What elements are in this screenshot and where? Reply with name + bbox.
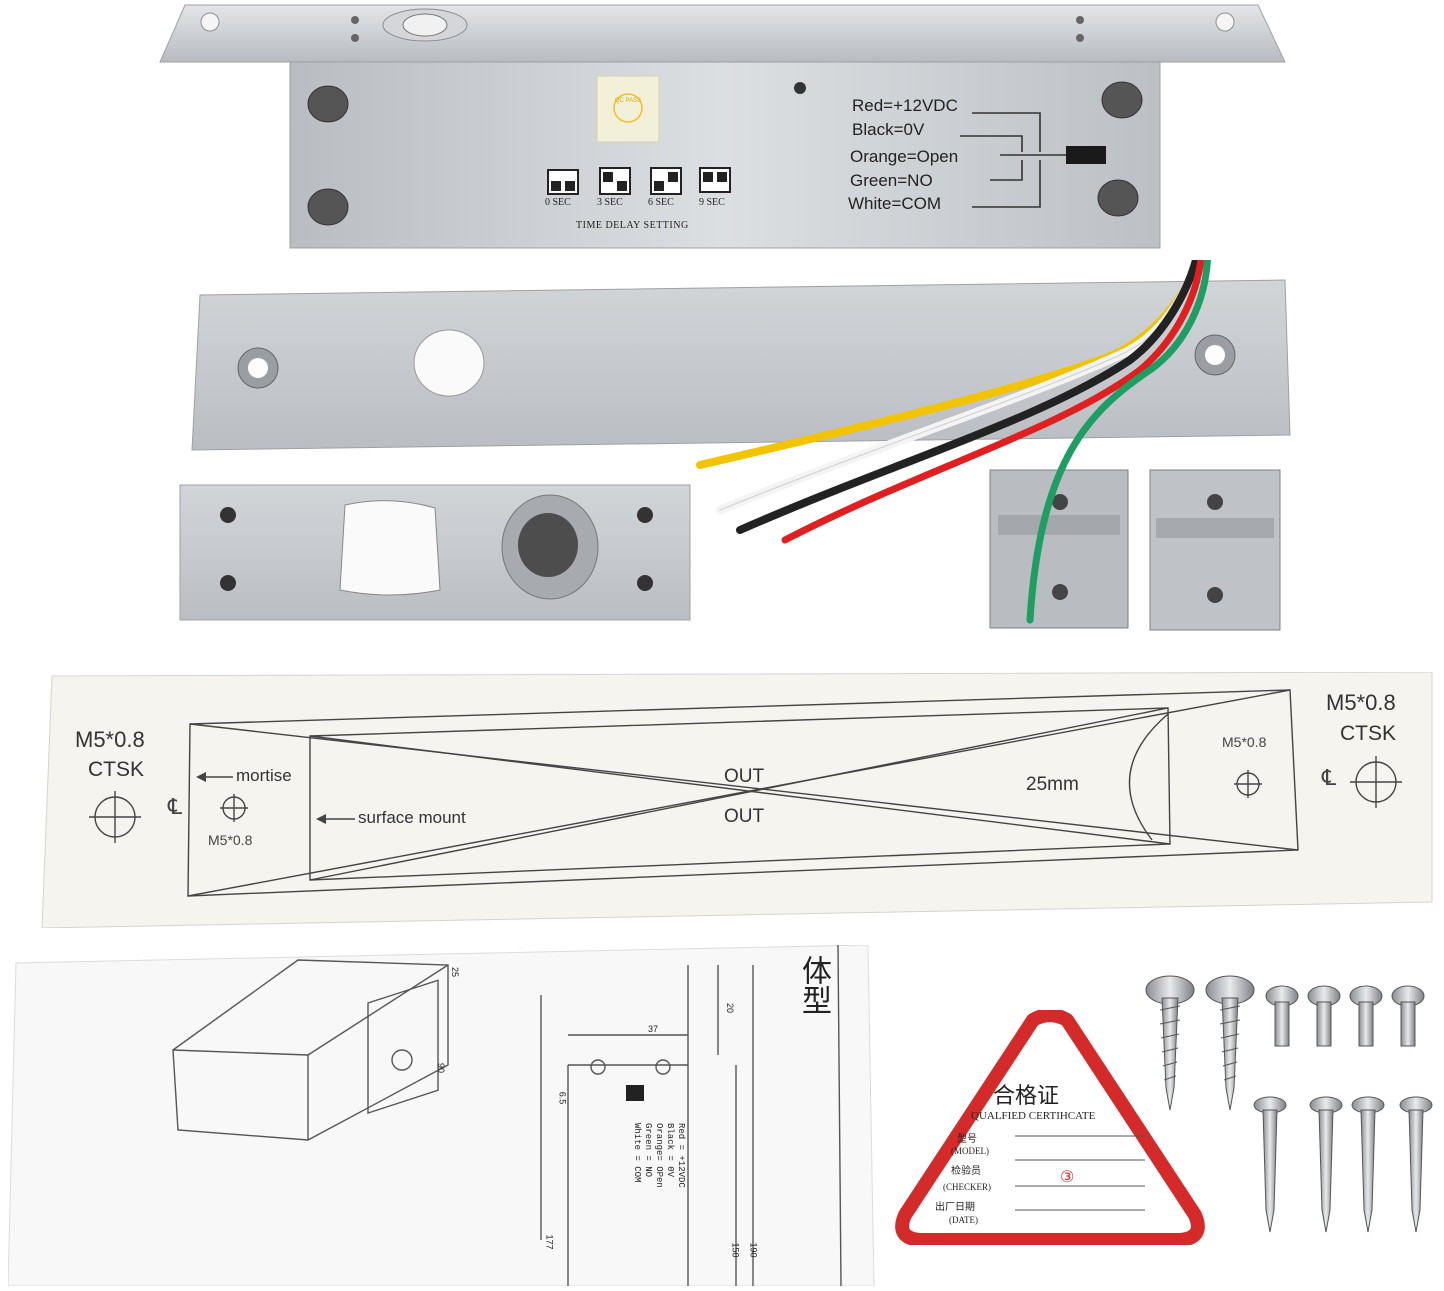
manual-dim-190: 190 <box>748 1242 759 1258</box>
time-delay-caption: TIME DELAY SETTING <box>576 220 689 231</box>
out-label-top: OUT <box>724 766 765 787</box>
left-screw-spec: M5*0.8 <box>75 727 145 752</box>
wire-label-red: Red=+12VDC <box>852 96 958 115</box>
inner-right-screw-spec: M5*0.8 <box>1222 734 1267 750</box>
wire-label-white: White=COM <box>848 194 942 213</box>
certificate-model-cn: 型号 <box>957 1134 977 1145</box>
out-label-bottom: OUT <box>724 806 765 827</box>
delay-option-3: 3 SEC <box>597 197 623 208</box>
manual-wiring-line: Red = +12VDC <box>676 1123 686 1188</box>
certificate-title-en: QUALFIED CERTIHCATE <box>971 1110 1096 1122</box>
certificate-date-cn: 出厂日期 <box>935 1202 975 1213</box>
right-screw-spec: M5*0.8 <box>1326 690 1396 715</box>
manual-heading-fragment: 体型 <box>797 955 830 1015</box>
surface-mount-label: surface mount <box>358 808 466 827</box>
certificate-title-cn: 合格证 <box>993 1084 1060 1109</box>
template-drawing: ℄ ℄ <box>41 671 1433 929</box>
manual-dim-150: 150 <box>730 1242 741 1258</box>
lock-body: QC PASS Red=+12VDC Black=0V Orange=Open … <box>0 0 1444 260</box>
qualified-certificate: 合格证 QUALFIED CERTIHCATE 型号 (MODEL) 检验员 (… <box>895 1008 1205 1247</box>
certificate-model-en: (MODEL) <box>951 1146 989 1156</box>
certificate-checker-en: (CHECKER) <box>943 1182 991 1192</box>
manual-wiring-line: Orange= OPen <box>654 1123 664 1188</box>
delay-option-6: 6 SEC <box>648 197 674 208</box>
certificate-date-en: (DATE) <box>949 1215 978 1225</box>
manual-dim-37: 37 <box>648 1024 659 1034</box>
svg-text:℄: ℄ <box>167 794 183 819</box>
svg-text:℄: ℄ <box>1321 765 1337 790</box>
delay-option-9: 9 SEC <box>699 197 725 208</box>
manual-dim-177: 177 <box>544 1234 555 1250</box>
manual-wiring-note: Red = +12VDC Black = 0V Orange= OPen Gre… <box>600 1123 686 1223</box>
mounting-parts <box>0 120 1444 660</box>
manual-dim-90: 90 <box>436 1062 447 1074</box>
depth-label: 25mm <box>1026 774 1079 795</box>
manual-dim-25: 25 <box>450 966 461 978</box>
mounting-parts-illustration <box>179 120 1291 631</box>
certificate-stamp: ③ <box>1060 1167 1075 1186</box>
right-screw-type: CTSK <box>1340 722 1397 745</box>
qc-pass-badge: QC PASS <box>614 98 642 104</box>
manual-dim-20: 20 <box>725 1002 736 1014</box>
inner-left-screw-spec: M5*0.8 <box>208 832 253 848</box>
certificate-checker-cn: 检验员 <box>951 1166 981 1177</box>
installation-template: ℄ ℄ M5*0.8 CTSK M5*0.8 CTSK mortise surf… <box>40 671 1440 929</box>
manual-wiring-line: White = COM <box>632 1123 642 1183</box>
certificate-shape <box>895 1008 1205 1247</box>
manual-wiring-line: Green = NO <box>643 1123 653 1178</box>
wire-label-black: Black=0V <box>852 120 925 139</box>
manual-dim-6-5: 6.5 <box>557 1091 568 1105</box>
left-screw-type: CTSK <box>88 758 145 781</box>
manual-wiring-line: Black = 0V <box>665 1123 675 1178</box>
delay-option-0: 0 SEC <box>545 197 571 208</box>
screws-illustration <box>1145 975 1433 1233</box>
instruction-sheet-drawing <box>7 944 875 1287</box>
mortise-label: mortise <box>236 766 292 785</box>
instruction-sheet: 体型 37 20 6.5 177 150 190 25 90 Red = +12… <box>7 944 888 1287</box>
wire-label-green: Green=NO <box>850 171 933 190</box>
wire-label-orange: Orange=Open <box>850 147 959 166</box>
lock-body-illustration <box>159 4 1286 249</box>
screw-set <box>1140 970 1444 1240</box>
